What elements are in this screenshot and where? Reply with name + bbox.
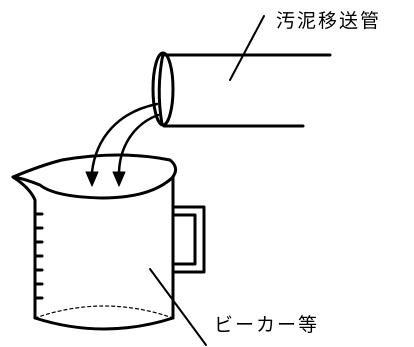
pipe-inner-shadow	[157, 52, 165, 126]
pipe-label-leader	[229, 15, 265, 81]
beaker-handle	[171, 205, 206, 274]
stream-right	[117, 113, 160, 174]
beaker-bottom	[33, 316, 175, 331]
arrowhead-right	[112, 171, 126, 187]
beaker-label-leader	[149, 268, 207, 346]
pipe-label: 汚泥移送管	[276, 10, 382, 32]
beaker-label: ビーカー等	[214, 314, 320, 336]
beaker-left-wall	[11, 175, 37, 320]
beaker	[11, 153, 206, 331]
graduation-marks	[33, 212, 44, 300]
sludge-pipe	[151, 51, 332, 128]
pipe-opening	[151, 51, 175, 127]
sludge-stream	[85, 102, 160, 187]
stream-left	[90, 102, 159, 174]
arrowhead-left	[85, 171, 99, 187]
beaker-bottom-back	[34, 305, 174, 319]
